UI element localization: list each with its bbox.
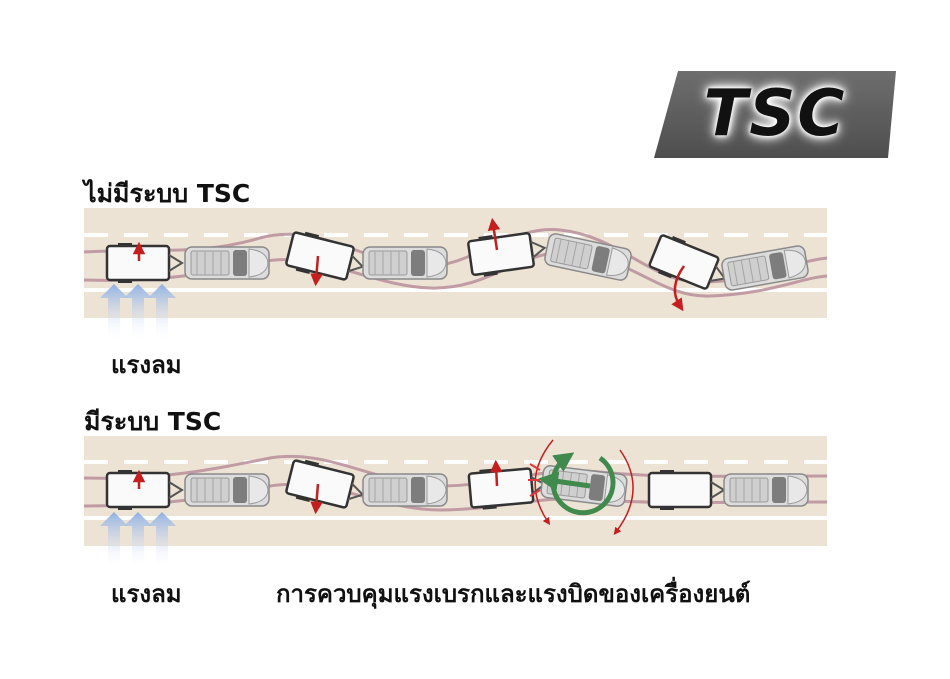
truck-6 — [362, 473, 448, 507]
wind-arrow-icon — [100, 512, 176, 570]
truck-5 — [184, 473, 270, 507]
control-label: การควบคุมแรงเบรกและแรงบิดของเครื่องยนต์ — [276, 580, 751, 608]
wind-arrow-icon — [100, 284, 176, 342]
truck-1 — [184, 246, 270, 280]
correction-rotation-icon — [528, 439, 634, 535]
force-arrow-icon — [132, 459, 503, 515]
tsc-badge-label: TSC — [703, 77, 847, 151]
force-arrow-icon — [132, 217, 686, 312]
truck-2 — [362, 246, 448, 280]
heading-with-tsc: มีระบบ TSC — [84, 407, 222, 436]
heading-without-tsc: ไม่มีระบบ TSC — [84, 179, 251, 208]
wind-label-without-tsc: แรงลม — [111, 351, 182, 379]
wind-label-with-tsc: แรงลม — [111, 580, 182, 608]
truck-8 — [723, 473, 809, 507]
